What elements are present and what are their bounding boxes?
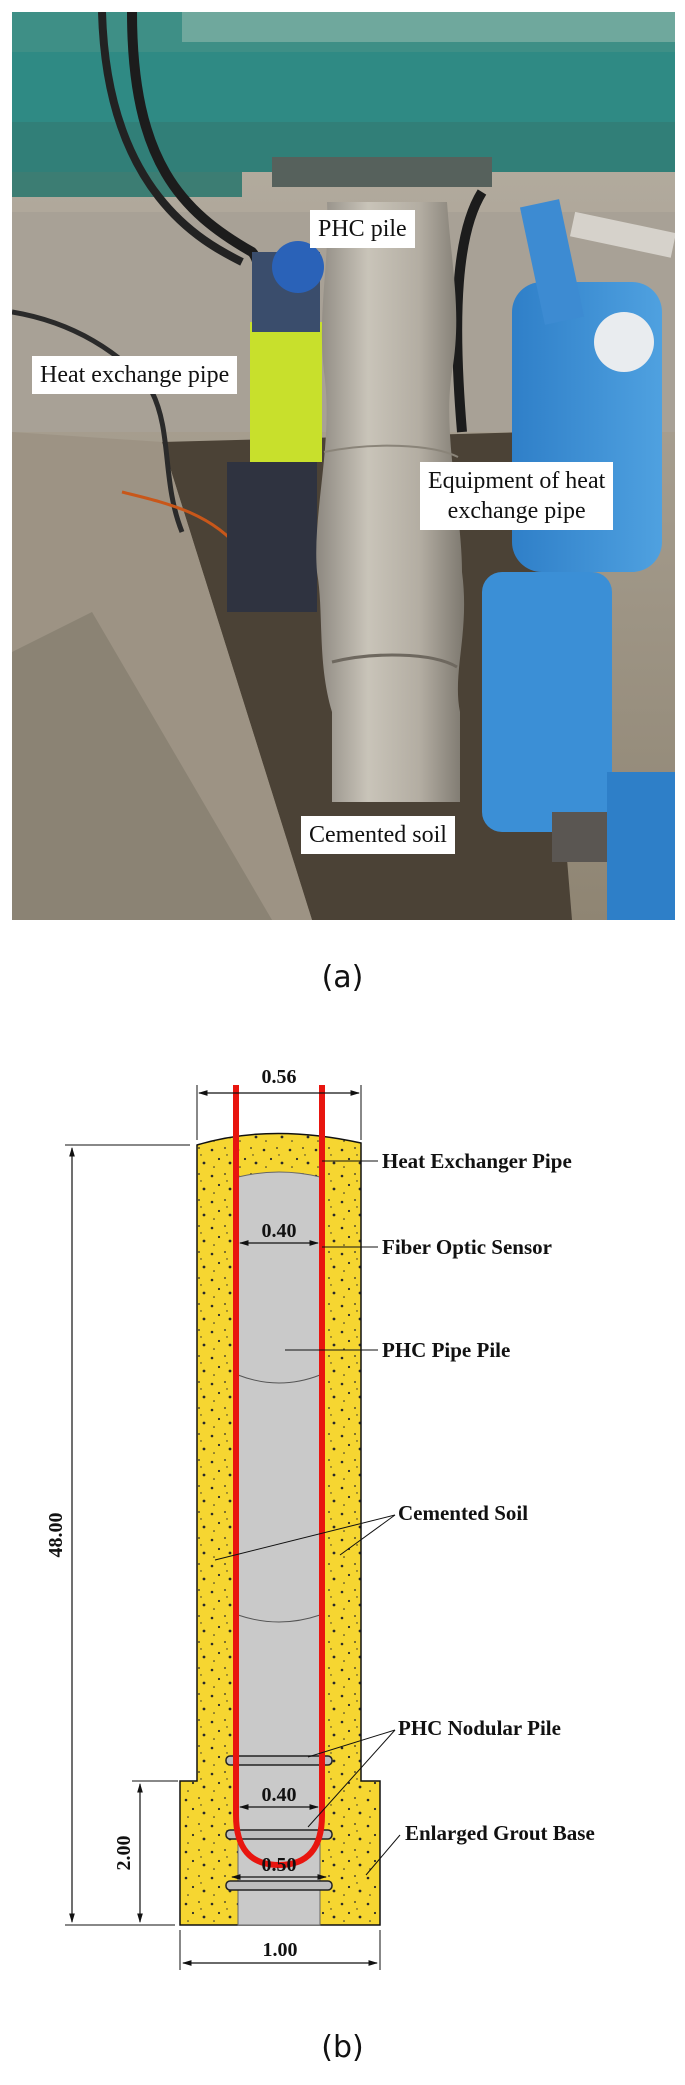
label-equipment-line2: exchange pipe	[447, 498, 586, 524]
callout-heat-exchanger-pipe: Heat Exchanger Pipe	[382, 1149, 572, 1173]
label-equipment-line1: Equipment of heat	[428, 468, 606, 494]
heat-exchanger-pipe	[233, 1085, 325, 1869]
site-photo: PHC pile Heat exchange pipe Equipment of…	[12, 12, 675, 920]
label-phc-pile: PHC pile	[310, 210, 415, 248]
callout-phc-nodular-pile: PHC Nodular Pile	[398, 1716, 561, 1740]
dim-pipe-width: 0.40	[262, 1220, 297, 1242]
dim-base-width: 1.00	[263, 1939, 298, 1961]
callout-phc-pipe-pile: PHC Pipe Pile	[382, 1338, 510, 1362]
label-cemented-soil: Cemented soil	[301, 816, 455, 854]
callout-enlarged-grout-base: Enlarged Grout Base	[405, 1821, 595, 1845]
caption-a: (a)	[321, 960, 364, 995]
dim-top-width: 0.56	[262, 1066, 297, 1088]
caption-b: (b)	[321, 2030, 364, 2065]
dim-base-height: 2.00	[113, 1836, 135, 1871]
phc-pipe-pile	[237, 1171, 321, 1926]
dim-total-height: 48.00	[45, 1513, 67, 1558]
dim-nodule-inner: 0.40	[262, 1784, 297, 1806]
label-equipment-heat-exchange-pipe: Equipment of heat exchange pipe	[420, 462, 614, 530]
callout-fiber-optic-sensor: Fiber Optic Sensor	[382, 1235, 552, 1259]
dim-nodule-outer: 0.50	[262, 1854, 297, 1876]
pile-cross-section-diagram: 0.56 0.40 0.40 0.50 48.00 2.00 1.00 Heat…	[45, 1066, 595, 1970]
phc-nodular-pile	[225, 1755, 333, 1891]
site-photo-illustration	[12, 12, 675, 920]
callout-cemented-soil: Cemented Soil	[398, 1501, 528, 1525]
label-heat-exchange-pipe: Heat exchange pipe	[32, 356, 238, 394]
